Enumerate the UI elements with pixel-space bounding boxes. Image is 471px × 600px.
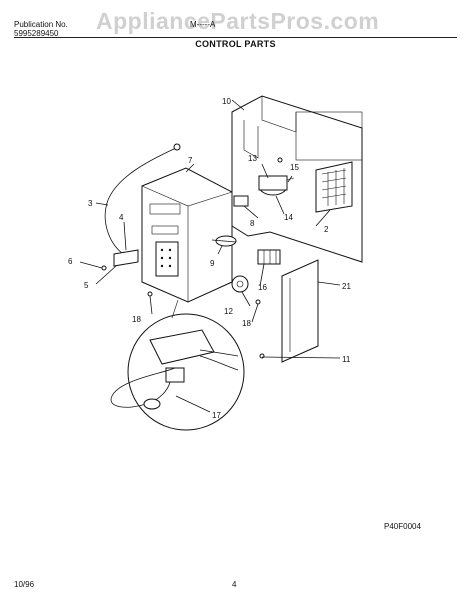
callout-14: 14 (284, 213, 293, 222)
callout-21: 21 (342, 282, 351, 291)
wiring-detail (110, 299, 245, 431)
callout-12: 12 (224, 307, 233, 316)
control-housing (141, 167, 233, 303)
diagram-reference: P40F0004 (384, 522, 421, 531)
callout-2: 2 (324, 225, 329, 234)
callout-9: 9 (210, 259, 215, 268)
sensor (211, 235, 237, 247)
callout-5: 5 (84, 281, 89, 290)
terminal-block (257, 249, 281, 265)
page-number: 4 (232, 580, 237, 589)
section-title: CONTROL PARTS (195, 39, 276, 49)
cover-plate (281, 259, 319, 363)
footer-date: 10/96 (14, 580, 35, 589)
grille-bracket (315, 161, 353, 213)
connector (233, 195, 249, 207)
watermark: AppliancePartsPros.com (96, 8, 380, 34)
callout-16: 16 (258, 283, 267, 292)
knob (231, 275, 249, 293)
callout-8: 8 (250, 219, 255, 228)
callout-7: 7 (188, 156, 193, 165)
power-cord (104, 143, 181, 257)
callout-18-right: 18 (242, 319, 251, 328)
callout-4: 4 (119, 213, 124, 222)
callout-13: 13 (248, 154, 257, 163)
relay-component (258, 157, 295, 196)
callout-17: 17 (212, 411, 221, 420)
header-rule (14, 37, 457, 38)
publication-label: Publication No. (14, 20, 68, 29)
leader-lines (79, 99, 341, 413)
callout-11: 11 (342, 355, 351, 364)
callout-3: 3 (88, 199, 93, 208)
callout-labels: 10 7 13 15 3 4 8 14 2 9 6 5 16 21 12 18 … (68, 97, 351, 420)
model-number: M-----A (190, 20, 216, 29)
back-panel (231, 95, 363, 263)
callout-15: 15 (290, 163, 299, 172)
mounting-bracket (113, 249, 139, 267)
callout-6: 6 (68, 257, 73, 266)
callout-18-left: 18 (132, 315, 141, 324)
callout-10: 10 (222, 97, 231, 106)
publication-number: 5995289450 (14, 29, 59, 38)
